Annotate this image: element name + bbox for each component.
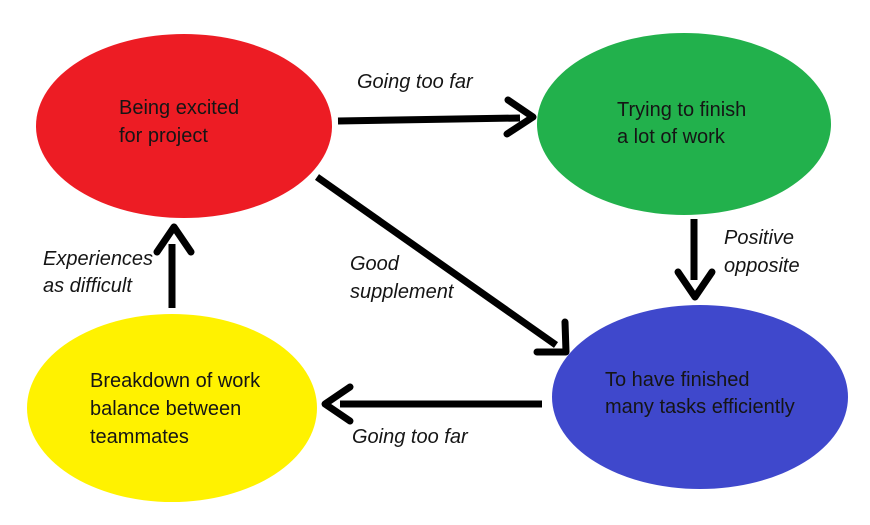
edge-label-line: as difficult (43, 275, 133, 297)
node-labels-layer: Being excited for project Trying to fini… (90, 97, 795, 448)
edge-label-line: Good (350, 253, 400, 275)
arrow-head-icon (533, 318, 570, 356)
arrow-head-icon (674, 268, 716, 301)
node-being-excited-ellipse (36, 34, 332, 218)
edge-labels-layer: Going too far Positive opposite Good sup… (43, 71, 800, 448)
arrow-head-icon (503, 96, 537, 138)
edge-label-line: Going too far (352, 426, 469, 448)
node-trying-to-finish-label: Trying to finish a lot of work (617, 99, 752, 148)
edge-label-going-too-far-bottom: Going too far (352, 426, 469, 448)
node-finished-many-tasks-label: To have finished many tasks efficiently (605, 369, 795, 418)
edge-finished-to-breakdown (321, 383, 542, 425)
edge-label-experiences-as-difficult: Experiences as difficult (43, 248, 159, 297)
node-label-line: for project (119, 125, 208, 147)
edge-label-line: opposite (724, 255, 800, 277)
node-breakdown-of-work-ellipse (27, 314, 317, 502)
node-breakdown-of-work-label: Breakdown of work balance between teamma… (90, 370, 266, 448)
edge-label-line: Going too far (357, 71, 474, 93)
edge-label-good-supplement: Good supplement (350, 253, 455, 303)
edges-layer (153, 96, 716, 425)
edge-label-positive-opposite: Positive opposite (724, 227, 800, 277)
edge-breakdown-to-excited (153, 223, 195, 308)
node-finished-many-tasks-ellipse (552, 305, 848, 489)
arrow-head-icon (321, 383, 354, 425)
node-label-line: many tasks efficiently (605, 396, 795, 418)
node-label-line: Trying to finish (617, 99, 746, 121)
nodes-layer (27, 33, 848, 502)
node-label-line: teammates (90, 426, 189, 448)
arrow-shaft (314, 174, 559, 348)
edge-label-line: Positive (724, 227, 794, 249)
edge-label-line: supplement (350, 281, 455, 303)
node-label-line: Breakdown of work (90, 370, 261, 392)
node-being-excited-label: Being excited for project (119, 97, 245, 147)
node-label-line: balance between (90, 398, 241, 420)
edge-excited-to-finished (314, 174, 570, 356)
node-label-line: a lot of work (617, 126, 726, 148)
edge-label-going-too-far-top: Going too far (357, 71, 474, 93)
arrow-shaft (337, 114, 521, 125)
node-trying-to-finish-ellipse (537, 33, 831, 215)
edge-trying-to-finished (674, 219, 716, 301)
arrow-head-icon (153, 223, 195, 256)
edge-excited-to-trying (337, 96, 537, 138)
node-label-line: To have finished (605, 369, 750, 391)
node-label-line: Being excited (119, 97, 239, 119)
edge-label-line: Experiences (43, 248, 153, 270)
